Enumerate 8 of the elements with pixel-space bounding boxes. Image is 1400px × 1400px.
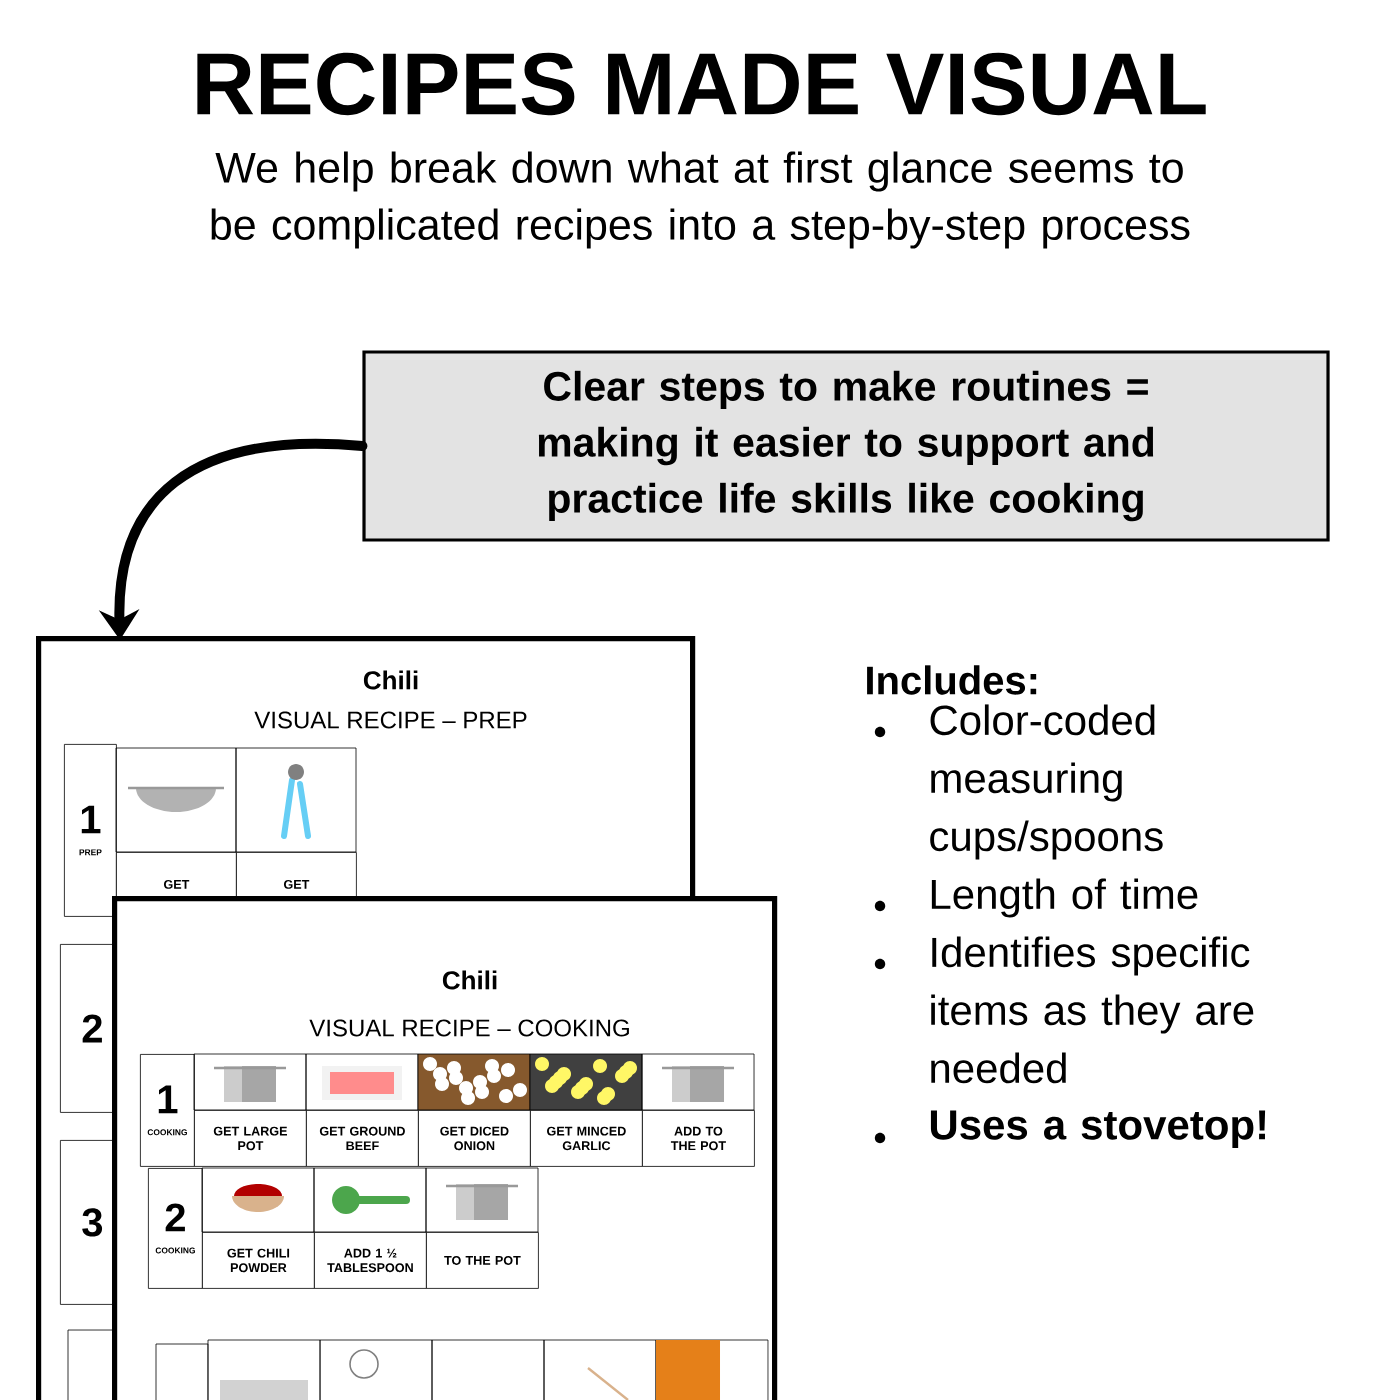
list-item: Length of time [931, 878, 1198, 918]
list-heading: Includes: [867, 665, 1037, 695]
list-item: Identifies specific items as they are needed [931, 936, 1254, 1084]
list-item: Color-coded measuring cups/spoons [930, 704, 1163, 860]
callout-box: Clear steps to make routines = making it easier to support and practice life skills like cooking [362, 350, 1330, 542]
title: RECIPES MADE VISUAL [197, 52, 1206, 116]
list-item: Uses a stovetop! [930, 1110, 1266, 1149]
subtitle: We help break down what at first glance seems to be complicated recipes into a step-by-step process [211, 151, 1190, 249]
